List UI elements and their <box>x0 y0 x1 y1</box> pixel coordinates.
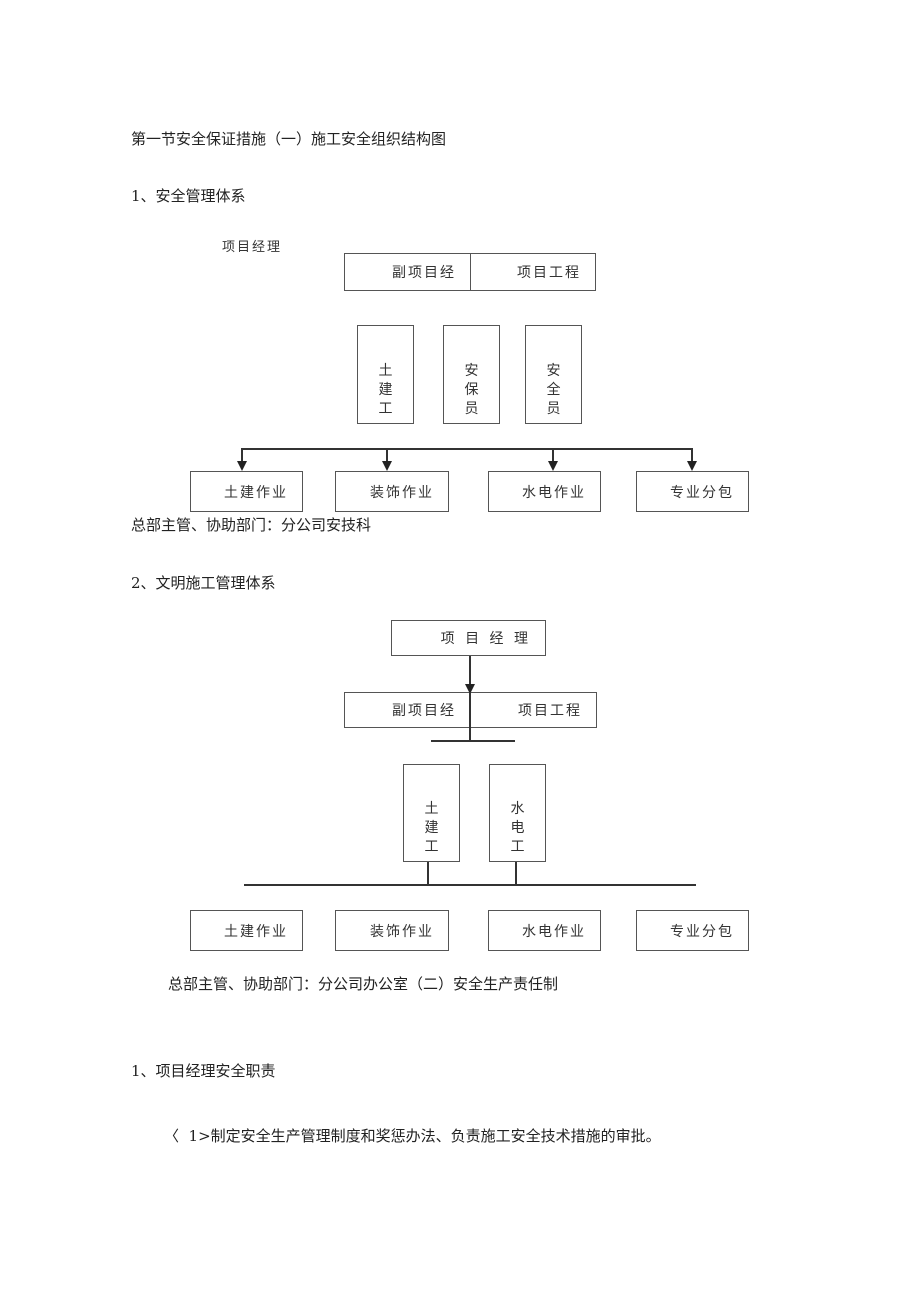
s2-project-manager-text: 项 目 经 理 <box>440 631 531 647</box>
s1-plumbing-electrical-text: 水电作业 <box>522 484 586 501</box>
s1-plumbing-electrical-box: 水电作业 <box>488 471 601 512</box>
s1-drop-line-1 <box>241 448 243 462</box>
s2-decoration-work-box: 装饰作业 <box>335 910 449 951</box>
s2-decoration-work-text: 装饰作业 <box>370 923 434 940</box>
s1-security-guard-box: 安保员 <box>443 325 500 424</box>
s1-project-manager-label: 项目经理 <box>222 240 283 255</box>
arrow-down-icon <box>687 461 697 471</box>
s2-deputy-manager-text: 副项目经 <box>392 703 456 719</box>
s1-subcontract-text: 专业分包 <box>670 484 734 501</box>
s2-electrician-box: 水电工 <box>489 764 546 862</box>
s1-civil-work-box: 土建作业 <box>190 471 303 512</box>
char: 建 <box>378 382 393 398</box>
s2-subcontract-box: 专业分包 <box>636 910 749 951</box>
arrow-down-icon <box>237 461 247 471</box>
s1-project-engineer-text: 项目工程 <box>517 265 581 281</box>
s1-deputy-manager-box: 副项目经 <box>344 253 471 291</box>
s2-drop-line-b <box>515 862 517 885</box>
s2-short-bar <box>431 740 515 742</box>
arrow-down-icon <box>465 684 475 694</box>
char: 水 <box>510 801 525 817</box>
s1-project-engineer-box: 项目工程 <box>470 253 596 291</box>
char: 安 <box>464 363 479 379</box>
s1-branch-line <box>241 448 693 450</box>
char: 建 <box>424 820 439 836</box>
s2-plumbing-electrical-box: 水电作业 <box>488 910 601 951</box>
char: 安 <box>546 363 561 379</box>
s1-drop-line-2 <box>386 448 388 462</box>
document-heading: 第一节安全保证措施（一）施工安全组织结构图 <box>131 130 447 148</box>
arrow-down-icon <box>382 461 392 471</box>
s2-project-manager-box: 项 目 经 理 <box>391 620 546 656</box>
s2-divider-line <box>469 692 471 728</box>
s2-civil-work-text: 土建作业 <box>224 923 288 940</box>
s1-safety-officer-box: 安全员 <box>525 325 582 424</box>
char: 员 <box>464 401 479 417</box>
s1-deputy-manager-text: 副项目经 <box>392 265 456 281</box>
s2-branch-line <box>244 884 696 886</box>
char: 工 <box>510 839 525 855</box>
s2-deputy-manager-box: 副项目经 <box>344 692 470 728</box>
s1-civil-work-text: 土建作业 <box>224 484 288 501</box>
s2-civil-worker-box: 土建工 <box>403 764 460 862</box>
char: 土 <box>424 801 439 817</box>
s1-decoration-work-box: 装饰作业 <box>335 471 449 512</box>
char: 保 <box>464 382 479 398</box>
char: 全 <box>546 382 561 398</box>
s2-plumbing-electrical-text: 水电作业 <box>522 923 586 940</box>
char: 员 <box>546 401 561 417</box>
s2-note: 总部主管、协助部门：分公司办公室（二）安全生产责任制 <box>168 975 559 993</box>
section2-title: 2、文明施工管理体系 <box>131 574 276 592</box>
char: 工 <box>378 401 393 417</box>
s1-note: 总部主管、协助部门：分公司安技科 <box>131 516 372 534</box>
s2-drop-line-a <box>427 862 429 885</box>
s1-decoration-work-text: 装饰作业 <box>370 484 434 501</box>
s2-project-engineer-text: 项目工程 <box>518 703 582 719</box>
section1-title: 1、安全管理体系 <box>131 187 246 205</box>
arrow-down-icon <box>548 461 558 471</box>
s1-drop-line-4 <box>691 448 693 462</box>
responsibility-item-1: 〈 1>制定安全生产管理制度和奖惩办法、负责施工安全技术措施的审批。 <box>164 1127 661 1145</box>
s2-civil-work-box: 土建作业 <box>190 910 303 951</box>
char: 工 <box>424 839 439 855</box>
s1-drop-line-3 <box>552 448 554 462</box>
section3-title: 1、项目经理安全职责 <box>131 1062 276 1080</box>
s2-subcontract-text: 专业分包 <box>670 923 734 940</box>
char: 电 <box>510 820 525 836</box>
s1-subcontract-box: 专业分包 <box>636 471 749 512</box>
s1-civil-worker-box: 土建工 <box>357 325 414 424</box>
char: 土 <box>378 363 393 379</box>
s2-project-engineer-box: 项目工程 <box>470 692 597 728</box>
